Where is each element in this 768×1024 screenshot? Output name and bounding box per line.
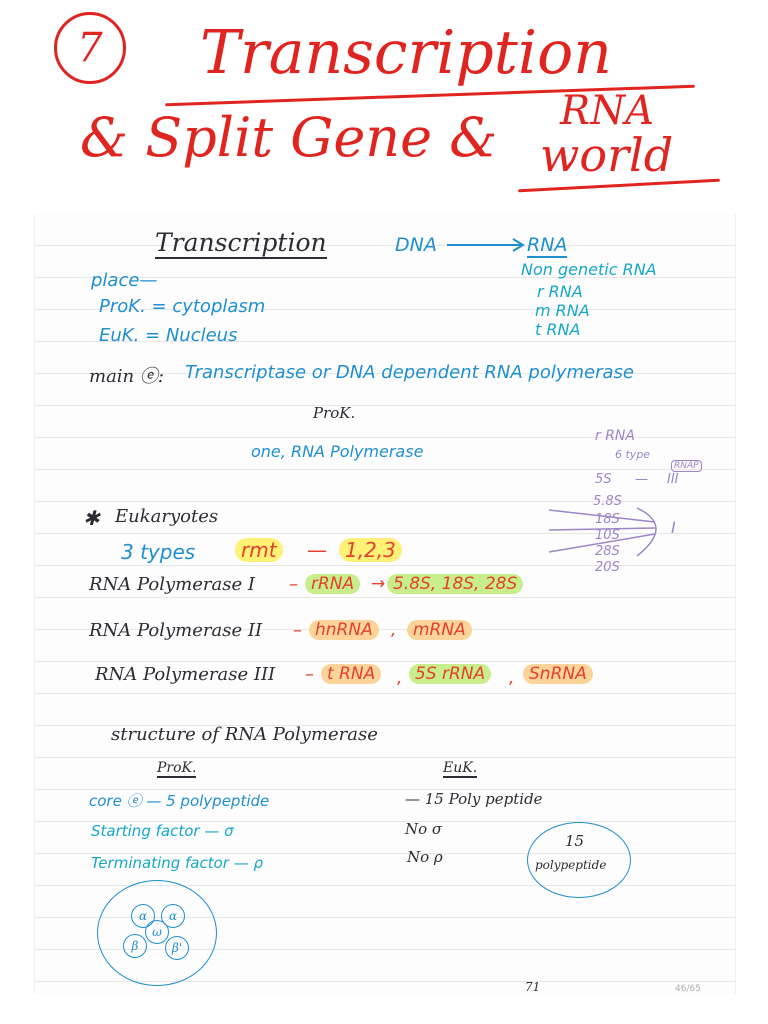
pol2-hnrna: hnRNA [309, 620, 379, 640]
place-label: place— [91, 270, 158, 291]
starting-factor: Starting factor — σ [91, 822, 234, 840]
bottom-marks: 71 [525, 980, 541, 994]
euk-core: — 15 Poly peptide [405, 790, 543, 808]
side-item-5s: 5S [595, 472, 612, 487]
prok-title: ProK. [313, 404, 356, 422]
side-item-10s: 10S [595, 528, 620, 543]
pol3-5srrna: 5S rRNA [409, 664, 492, 684]
subunit-alpha-1: α [131, 904, 155, 928]
bubble-number: 15 [565, 832, 585, 850]
subunit-omega: ω [145, 920, 169, 944]
pol3-snrna: SnRNA [523, 664, 593, 684]
subunit-beta: β [123, 934, 147, 958]
side-rnap: RNAP [671, 460, 702, 472]
structure-prok: ProK. [157, 760, 197, 778]
subunit-beta-prime: β' [165, 936, 189, 960]
eukaryotes-title: Eukaryotes [115, 506, 219, 527]
rna-type-r: r RNA [537, 282, 583, 301]
notebook-page: Transcription DNA RNA Non genetic RNA r … [34, 214, 736, 994]
pol3-trna: t RNA [321, 664, 382, 684]
title-line-2: & Split Gene & [80, 106, 498, 169]
pol1-values: 5.8S, 18S, 28S [387, 574, 524, 594]
pol1-label: RNA Polymerase I [89, 574, 255, 595]
rmt-label: rmt [235, 538, 283, 562]
pol3-comma-1: , [397, 668, 403, 688]
non-genetic-rna: Non genetic RNA [521, 260, 657, 279]
side-item-20s: 20S [595, 560, 620, 575]
side-roman-i: I [671, 518, 676, 537]
rna-polymerase-circle [97, 880, 217, 986]
prok-value: one, RNA Polymerase [251, 442, 424, 461]
side-roman-iii: III [667, 472, 679, 487]
notes-heading: Transcription [155, 228, 327, 259]
rna-label: RNA [527, 234, 568, 258]
side-item-58s: 5.8S [593, 494, 622, 509]
place-prok: ProK. = cytoplasm [99, 296, 266, 317]
main-enzyme-value: Transcriptase or DNA dependent RNA polym… [185, 362, 634, 383]
pol1-arrow: → [371, 574, 386, 594]
asterisk-icon: ✱ [83, 506, 100, 530]
rmt-nums: 1,2,3 [339, 538, 402, 562]
side-rrna-title: r RNA [595, 428, 635, 444]
title-rna: RNA [560, 88, 655, 134]
side-item-28s: 28S [595, 544, 620, 559]
euk-term: No ρ [407, 848, 443, 866]
title-line-1: Transcription [200, 18, 612, 88]
arrow-icon [447, 238, 525, 252]
three-types: 3 types [121, 540, 196, 564]
polypeptide-bubble [527, 822, 631, 898]
rna-type-t: t RNA [535, 320, 581, 339]
pol2-label: RNA Polymerase II [89, 620, 263, 641]
structure-title: structure of RNA Polymerase [111, 724, 378, 745]
side-types: 6 type [615, 448, 651, 461]
pol2-comma: , [391, 620, 397, 640]
dna-label: DNA [395, 234, 437, 256]
bubble-text: polypeptide [535, 858, 607, 872]
pol2-mrna: mRNA [407, 620, 472, 640]
page-number: 46/65 [675, 984, 701, 994]
side-bracket-icon [548, 507, 657, 557]
pol2-dash: – [293, 620, 302, 641]
main-enzyme-label: main ⓔ: [89, 366, 164, 387]
pol1-dash: – [289, 574, 298, 595]
euk-start: No σ [405, 820, 443, 838]
structure-euk: EuK. [443, 760, 478, 778]
side-dash: — [635, 472, 648, 487]
pol3-comma-2: , [509, 668, 515, 688]
place-euk: EuK. = Nucleus [99, 325, 238, 346]
terminating-factor: Terminating factor — ρ [91, 854, 264, 872]
rna-type-m: m RNA [535, 301, 590, 320]
pol3-dash: – [305, 664, 314, 685]
subunit-alpha-2: α [161, 904, 185, 928]
pol1-rrna: rRNA [305, 574, 361, 594]
pol3-label: RNA Polymerase III [95, 664, 276, 685]
rmt-dash: — [307, 538, 327, 562]
title-world: world [540, 128, 674, 182]
core-enzyme: core ⓔ — 5 polypeptide [89, 792, 270, 810]
chapter-number: 7 [54, 12, 126, 84]
